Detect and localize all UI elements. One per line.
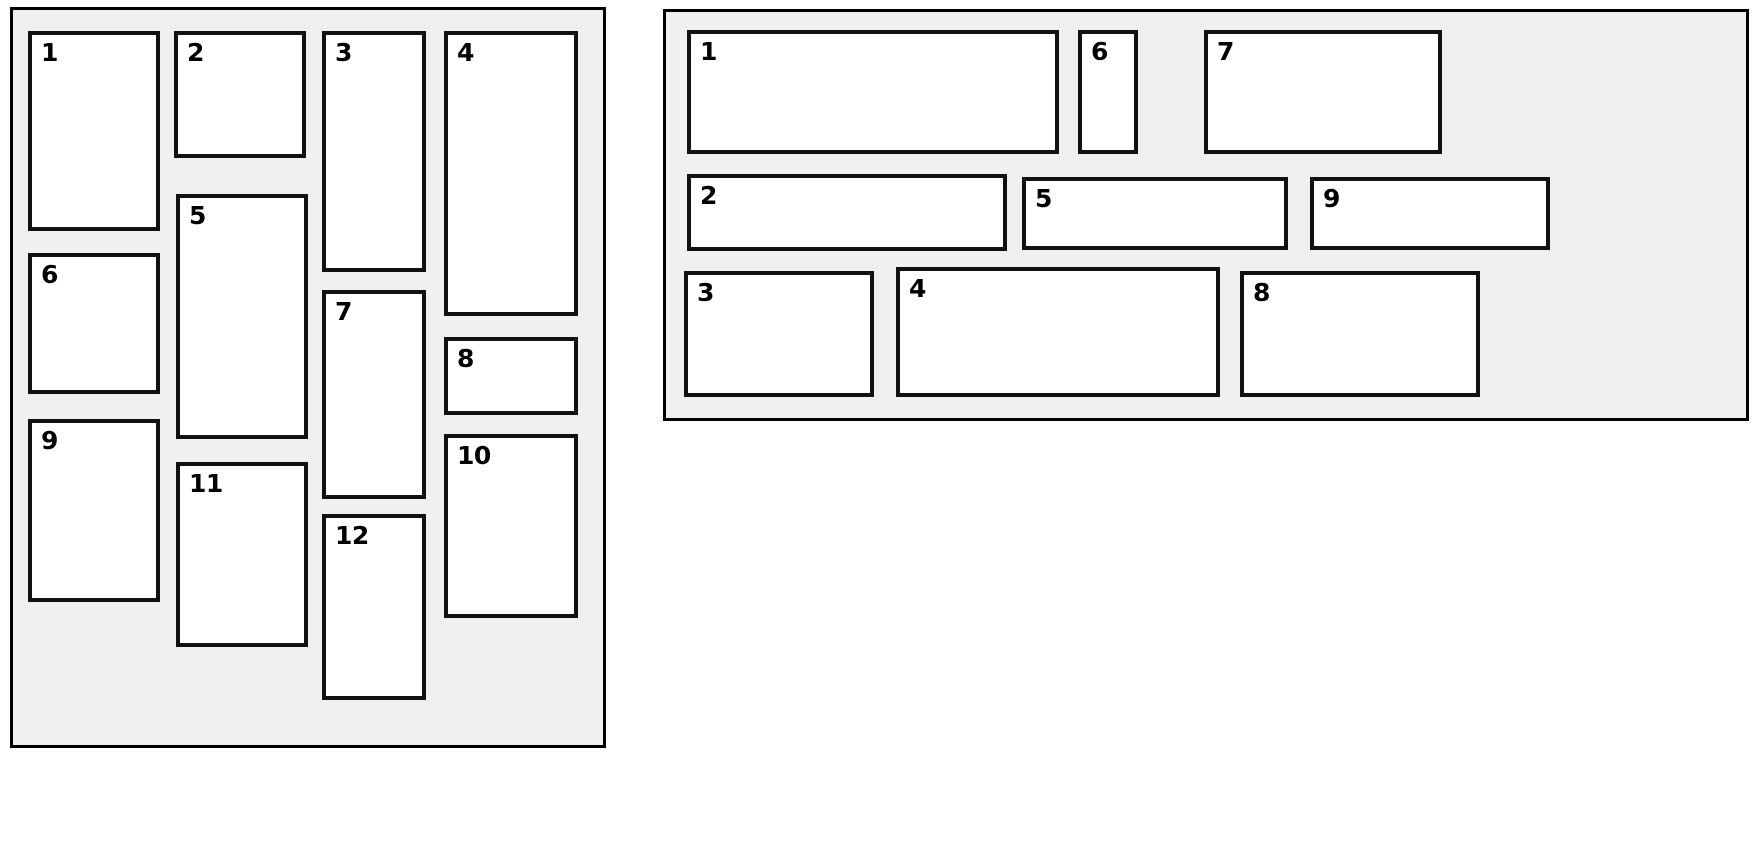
layout-box-1[interactable]: 1: [687, 30, 1059, 154]
layout-box-label: 4: [457, 38, 474, 67]
layout-box-1[interactable]: 1: [28, 31, 160, 231]
layout-box-label: 7: [335, 297, 352, 326]
layout-box-label: 5: [1035, 184, 1052, 213]
layout-box-label: 3: [697, 278, 714, 307]
layout-box-10[interactable]: 10: [444, 434, 578, 618]
layout-box-4[interactable]: 4: [444, 31, 578, 316]
layout-box-6[interactable]: 6: [1078, 30, 1138, 154]
layout-box-label: 8: [1253, 278, 1270, 307]
layout-box-5[interactable]: 5: [176, 194, 308, 439]
layout-box-11[interactable]: 11: [176, 462, 308, 647]
layout-box-label: 2: [700, 181, 717, 210]
layout-box-label: 11: [189, 469, 223, 498]
layout-box-label: 1: [700, 37, 717, 66]
layout-box-label: 10: [457, 441, 491, 470]
layout-box-label: 12: [335, 521, 369, 550]
layout-box-label: 9: [41, 426, 58, 455]
layout-box-label: 7: [1217, 37, 1234, 66]
layout-box-6[interactable]: 6: [28, 253, 160, 394]
layout-box-label: 9: [1323, 184, 1340, 213]
layout-box-label: 4: [909, 274, 926, 303]
layout-box-label: 3: [335, 38, 352, 67]
layout-box-2[interactable]: 2: [174, 31, 306, 158]
layout-box-label: 6: [41, 260, 58, 289]
layout-box-label: 8: [457, 344, 474, 373]
layout-box-8[interactable]: 8: [444, 337, 578, 415]
layout-box-7[interactable]: 7: [322, 290, 426, 499]
layout-box-label: 5: [189, 201, 206, 230]
layout-box-2[interactable]: 2: [687, 174, 1007, 251]
layout-box-5[interactable]: 5: [1022, 177, 1288, 250]
layout-box-label: 6: [1091, 37, 1108, 66]
layout-box-12[interactable]: 12: [322, 514, 426, 700]
layout-box-7[interactable]: 7: [1204, 30, 1442, 154]
layout-box-8[interactable]: 8: [1240, 271, 1480, 397]
layout-box-3[interactable]: 3: [684, 271, 874, 397]
layout-box-9[interactable]: 9: [1310, 177, 1550, 250]
layout-box-3[interactable]: 3: [322, 31, 426, 272]
layout-box-9[interactable]: 9: [28, 419, 160, 602]
layout-box-label: 1: [41, 38, 58, 67]
layout-box-label: 2: [187, 38, 204, 67]
layout-box-4[interactable]: 4: [896, 267, 1220, 397]
